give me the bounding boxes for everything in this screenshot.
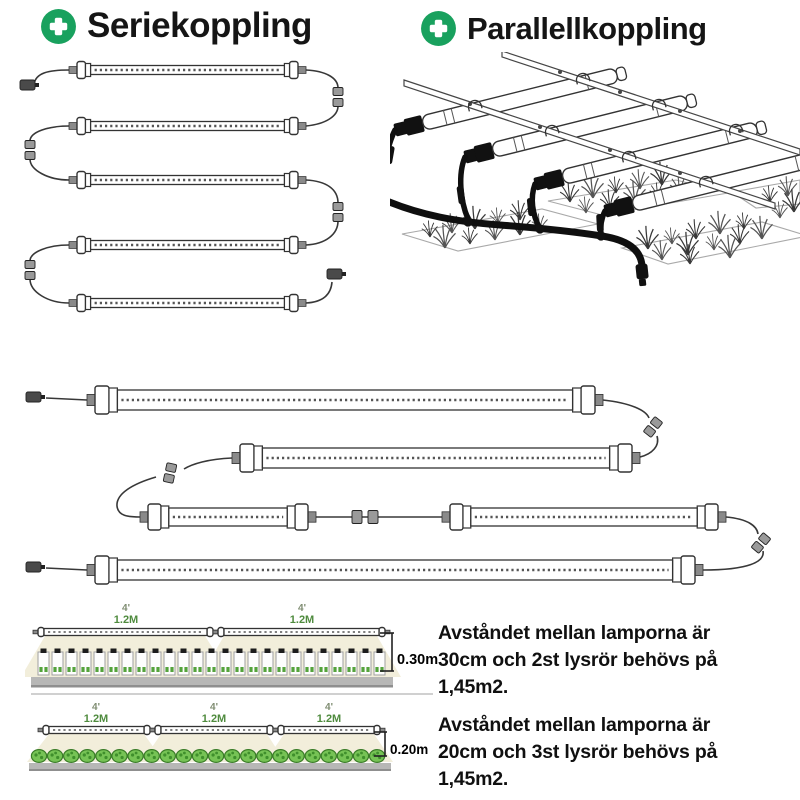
feet-label: 4' — [210, 702, 218, 713]
note-line: 20cm och 3st lysrör behövs på — [438, 740, 718, 763]
note-20cm: Avståndet mellan lamporna är 20cm och 3s… — [438, 712, 798, 793]
height-label: 0.30m — [397, 652, 438, 668]
feet-label: 4' — [325, 702, 333, 713]
plus-circle-icon — [421, 11, 456, 46]
meters-label: 1.2M — [290, 614, 314, 626]
height-dimension: 0.30m — [380, 632, 438, 672]
meters-label: 1.2M — [202, 713, 226, 725]
height-dimension: 0.20m — [374, 731, 428, 757]
note-line: Avståndet mellan lamporna är — [438, 714, 711, 736]
feet-label: 4' — [122, 603, 130, 614]
shelf — [29, 763, 391, 771]
parallel-title: Parallellkoppling — [467, 10, 707, 46]
plant-row — [30, 748, 386, 763]
parallel-tubes — [393, 66, 800, 218]
tube-length-labels: 4' 1.2M 4' 1.2M — [114, 603, 314, 626]
parallel-wiring-diagram — [390, 52, 800, 287]
meters-label: 1.2M — [84, 713, 108, 725]
note-line: 1,45m2. — [438, 767, 509, 790]
tube-hangers — [467, 72, 744, 188]
chain-tubes — [86, 385, 727, 585]
seedling-pots — [37, 648, 386, 676]
spacing-tubes — [37, 724, 386, 736]
height-label: 0.20m — [390, 742, 428, 757]
note-30cm: Avståndet mellan lamporna är 30cm och 2s… — [438, 620, 798, 701]
series-tubes — [68, 60, 307, 313]
spacing-diagram-30cm: 0.30m 4' 1.2M 4' 1.2M — [25, 603, 438, 695]
series-title: Seriekoppling — [87, 6, 312, 45]
daisy-chain-diagram — [25, 385, 771, 585]
tube-length-labels: 4' 1.2M 4' 1.2M 4' 1.2M — [84, 702, 341, 725]
series-cables — [29, 69, 339, 304]
spacing-diagram-20cm: 0.20m 4' 1.2M 4' 1.2M 4' 1.2M — [27, 702, 428, 771]
series-header: Seriekoppling — [40, 6, 312, 46]
note-line: 1,45m2. — [438, 675, 509, 698]
series-connectors — [19, 79, 346, 280]
note-line: 30cm och 2st lysrör behövs på — [438, 648, 718, 671]
series-wiring-diagram — [19, 60, 346, 313]
chain-cables — [45, 397, 764, 571]
trunk-cable — [390, 198, 649, 287]
spacing-tubes — [32, 626, 391, 638]
feet-label: 4' — [298, 603, 306, 614]
meters-label: 1.2M — [317, 713, 341, 725]
feet-label: 4' — [92, 702, 100, 713]
shelf — [31, 677, 393, 687]
note-line: Avståndet mellan lamporna är — [438, 622, 711, 644]
parallel-header: Parallellkoppling — [420, 10, 707, 47]
chain-connectors — [25, 391, 771, 573]
meters-label: 1.2M — [114, 614, 138, 626]
plus-circle-icon — [41, 8, 76, 44]
